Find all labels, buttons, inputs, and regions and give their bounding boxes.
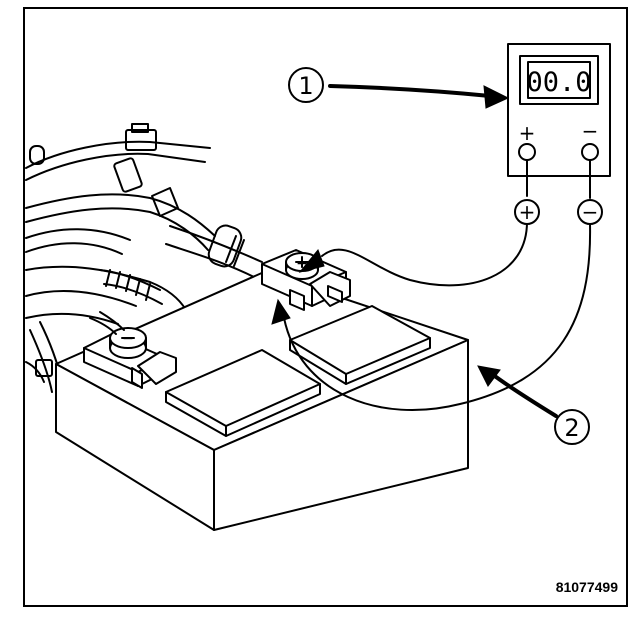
battery xyxy=(55,271,469,531)
meter-display-window xyxy=(519,55,599,105)
probe-plug-positive-symbol: + xyxy=(519,200,536,224)
probe-plug-positive xyxy=(514,199,540,225)
arrowhead-callout-1 xyxy=(483,85,510,109)
callout-2-number: 2 xyxy=(564,414,579,442)
wiring-harness xyxy=(25,123,216,393)
callout-1-circle xyxy=(288,67,324,103)
positive-terminal-mark: + xyxy=(296,256,308,272)
callout-2-circle xyxy=(554,409,590,445)
meter-negative-symbol: − xyxy=(582,119,599,143)
arrowhead-lead-negative xyxy=(271,298,291,325)
meter-display-readout: 00.0 xyxy=(526,67,591,98)
negative-terminal xyxy=(83,311,177,389)
probe-plug-negative-symbol: − xyxy=(582,200,599,224)
multimeter xyxy=(507,43,611,225)
figure-frame xyxy=(23,7,628,607)
negative-terminal-mark: − xyxy=(122,331,134,347)
meter-jack-negative xyxy=(581,143,599,161)
figure-reference-number: 81077499 xyxy=(555,579,618,595)
callout-1-number: 1 xyxy=(298,72,313,100)
arrowheads xyxy=(271,85,510,387)
callout-leaders xyxy=(288,67,590,445)
positive-cable xyxy=(165,224,263,279)
probe-plug-negative xyxy=(577,199,603,225)
meter-jack-positive xyxy=(518,143,536,161)
arrowhead-callout-2 xyxy=(477,365,501,387)
arrowhead-lead-positive xyxy=(298,249,325,273)
meter-positive-symbol: + xyxy=(519,121,536,145)
